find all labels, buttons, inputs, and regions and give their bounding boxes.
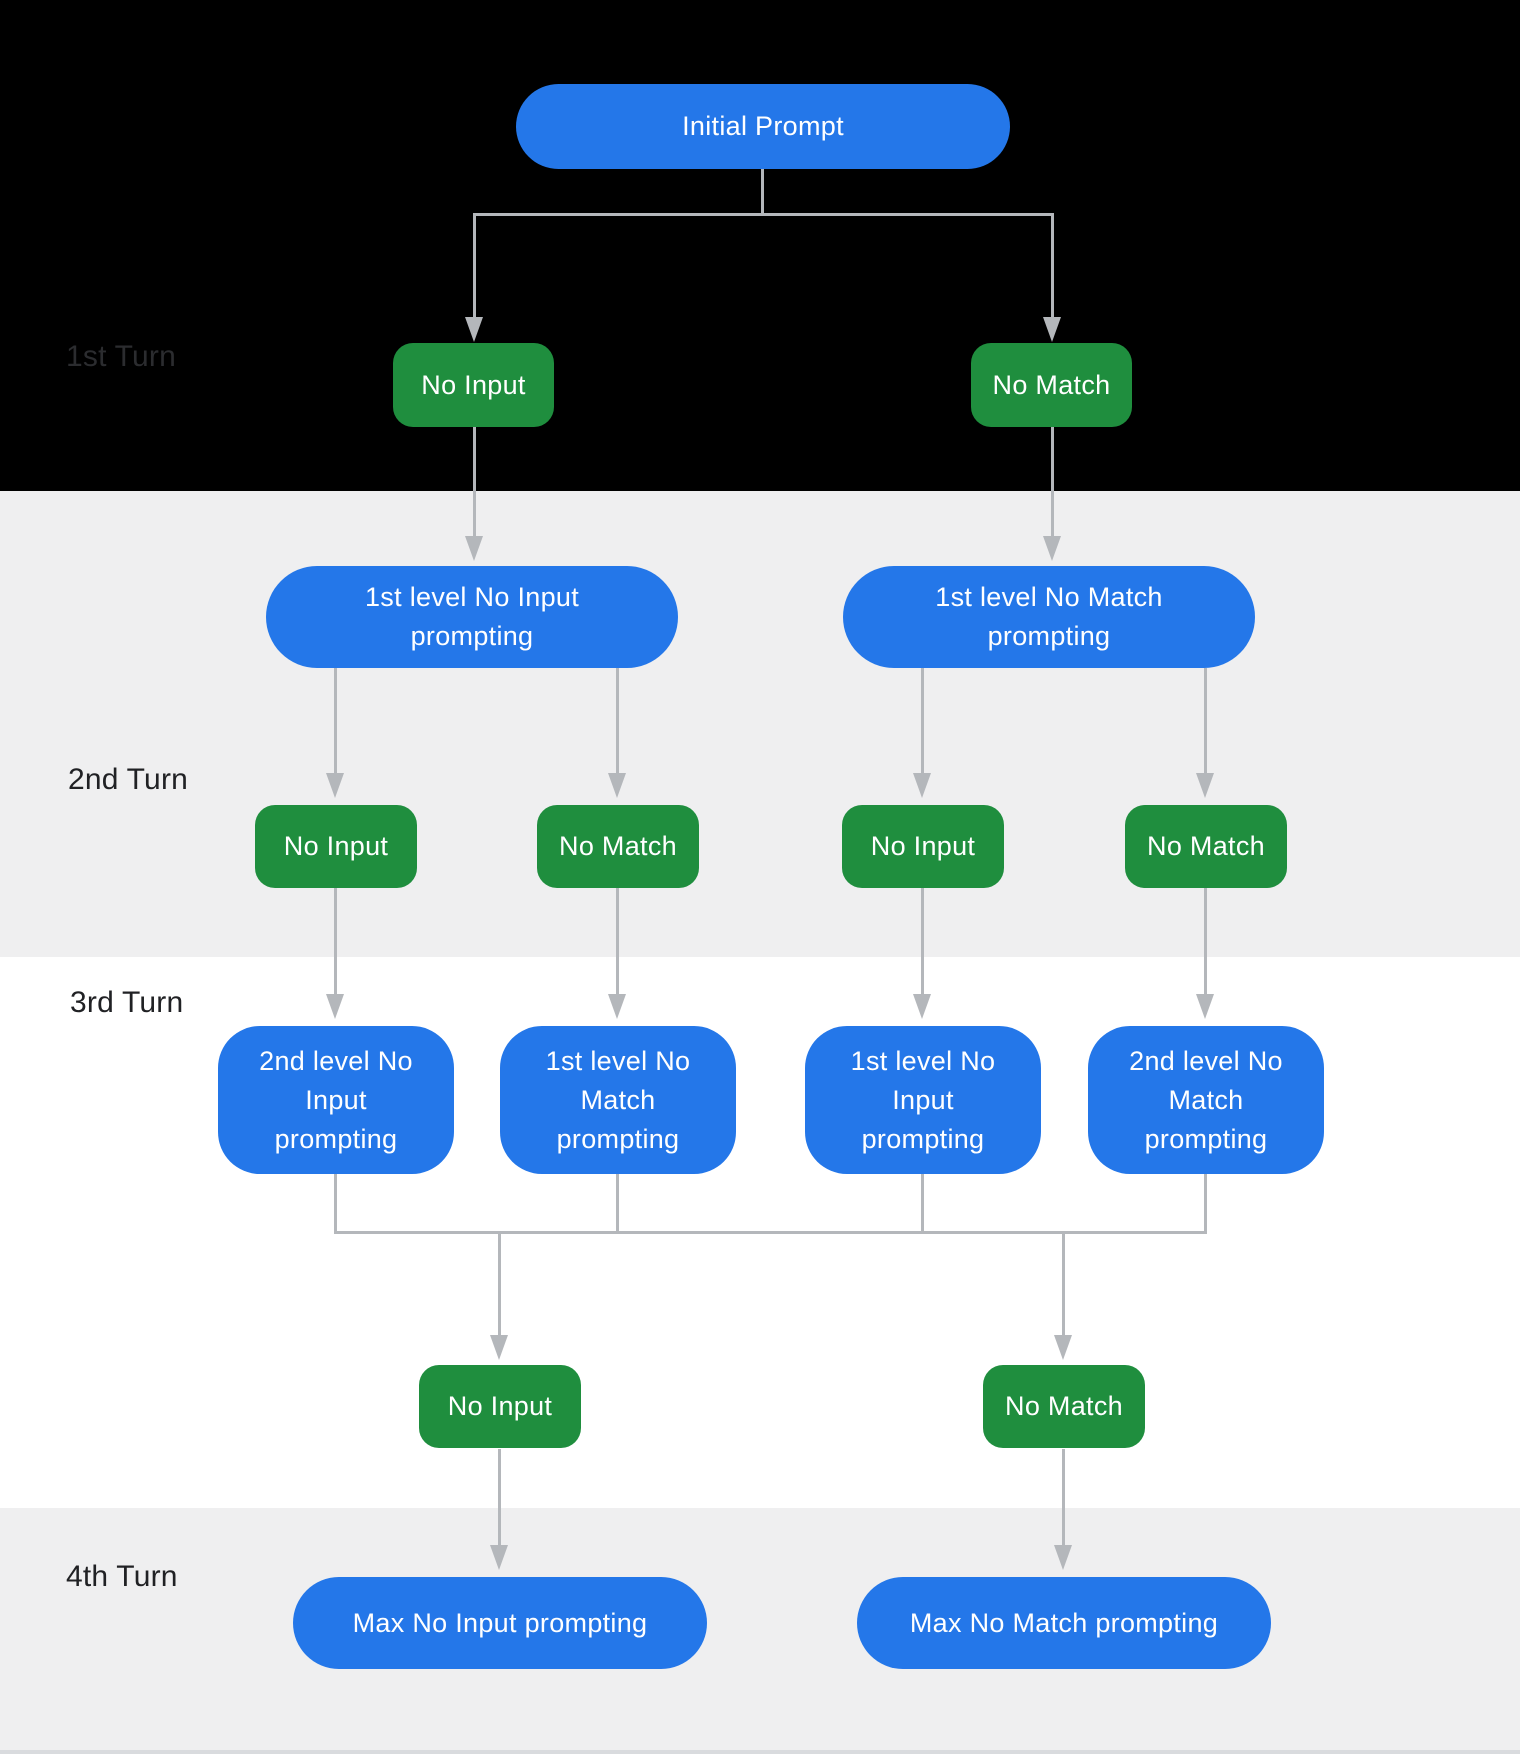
connector-no-match-to-l1prompt [1051,427,1054,536]
node-max-no-input-prompting: Max No Input prompting [293,1577,707,1669]
connector-l1nm-to-t2ni [921,668,924,774]
connector-l1ni-to-t2ni [334,668,337,774]
arrowhead-t3-no-input [490,1335,508,1360]
node-level2-no-input-prompting: 2nd level No Input prompting [218,1026,454,1174]
node-initial-prompt: Initial Prompt [516,84,1010,169]
arrowhead-turn1-no-match [1043,317,1061,342]
connector-l1nm-to-t2nm [1204,668,1207,774]
arrowhead-t2-no-match-right [1196,773,1214,798]
node-level1-no-input-prompting-b: 1st level No Input prompting [805,1026,1041,1174]
arrowhead-l1-no-input-prompt [465,536,483,561]
connector-split-turn1 [473,213,1054,216]
connector-merge-4 [1204,1174,1207,1234]
band-1st-turn [0,0,1520,491]
connector-merge-3 [921,1174,924,1234]
connector-t3ni-to-max [498,1449,501,1546]
node-turn2-no-match-right: No Match [1125,805,1287,888]
arrowhead-t3-no-match [1054,1335,1072,1360]
arrowhead-l1-no-input-prompt-b [913,994,931,1019]
arrowhead-max-no-match [1054,1545,1072,1570]
arrowhead-l1-no-match-prompt-b [608,994,626,1019]
arrowhead-max-no-input [490,1545,508,1570]
connector-bus-to-t3ni [498,1231,501,1336]
node-level1-no-match-prompting: 1st level No Match prompting [843,566,1255,668]
connector-merge-bus [334,1231,1207,1234]
connector-initial-riser [761,168,764,215]
node-turn3-no-match: No Match [983,1365,1145,1448]
turn-label-4th: 4th Turn [66,1560,178,1593]
arrowhead-t2-no-input-left [326,773,344,798]
node-level1-no-match-prompting-b: 1st level No Match prompting [500,1026,736,1174]
node-level1-no-input-prompting: 1st level No Input prompting [266,566,678,668]
node-turn1-no-input: No Input [393,343,554,427]
node-turn2-no-input-right: No Input [842,805,1004,888]
arrowhead-t2-no-input-right [913,773,931,798]
arrowhead-l2-no-input-prompt [326,994,344,1019]
connector-no-input-to-l1prompt [473,427,476,536]
connector-to-turn1-no-match [1051,213,1054,317]
node-turn1-no-match: No Match [971,343,1132,427]
node-turn2-no-match-left: No Match [537,805,699,888]
connector-to-turn1-no-input [473,213,476,317]
arrowhead-turn1-no-input [465,317,483,342]
connector-t3nm-to-max [1062,1449,1065,1546]
connector-l1ni-to-t2nm [616,668,619,774]
connector-merge-1 [334,1174,337,1234]
arrowhead-l2-no-match-prompt [1196,994,1214,1019]
turn-label-2nd: 2nd Turn [68,763,189,796]
connector-t2nm-to-l2nm [1204,888,1207,995]
connector-bus-to-t3nm [1062,1231,1065,1336]
turn-label-3rd: 3rd Turn [70,986,184,1019]
node-turn2-no-input-left: No Input [255,805,417,888]
connector-t2ni-to-l2ni [334,888,337,995]
arrowhead-t2-no-match-left [608,773,626,798]
node-turn3-no-input: No Input [419,1365,581,1448]
bottom-edge-divider [0,1750,1520,1754]
node-max-no-match-prompting: Max No Match prompting [857,1577,1271,1669]
band-2nd-turn [0,491,1520,957]
node-level2-no-match-prompting: 2nd level No Match prompting [1088,1026,1324,1174]
arrowhead-l1-no-match-prompt [1043,536,1061,561]
turn-label-1st: 1st Turn [66,340,176,373]
connector-t2nm-to-l1nm [616,888,619,995]
band-4th-turn [0,1508,1520,1754]
connector-merge-2 [616,1174,619,1234]
connector-t2ni-to-l1ni [921,888,924,995]
